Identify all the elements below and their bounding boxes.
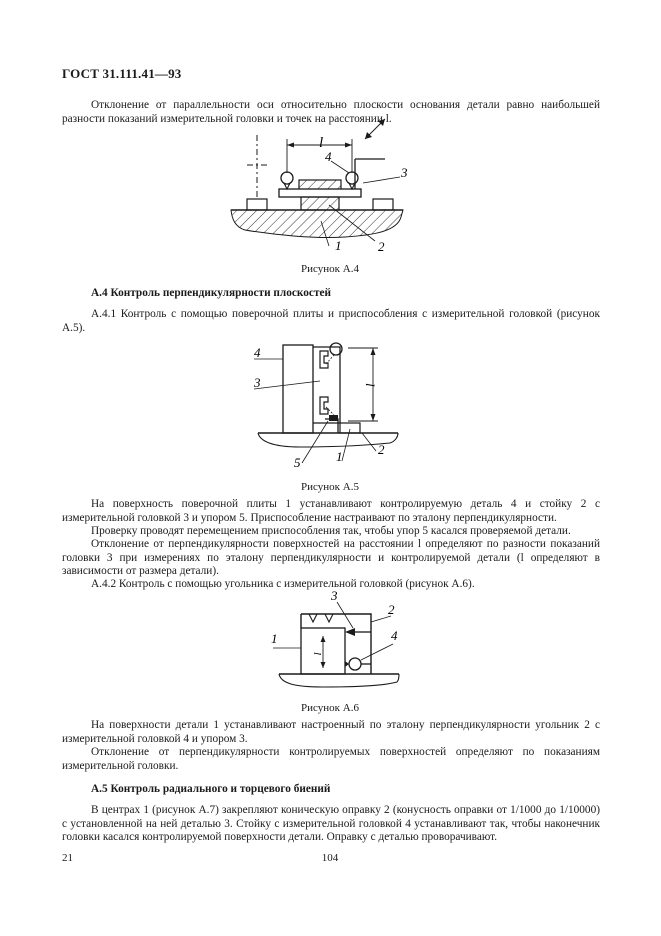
paragraph-a4-2: А.4.2 Контроль с помощью угольника с изм… [91, 578, 475, 590]
footer-left-number: 21 [62, 852, 73, 864]
figure-a4: l 4 3 1 2 [230, 118, 408, 254]
figure-a5-label-4: 4 [254, 345, 261, 360]
figure-a6-label-3: 3 [330, 588, 338, 603]
figure-a4-label-1: 1 [335, 238, 342, 253]
figure-a5-label-2: 2 [378, 442, 385, 457]
page-number: 104 [321, 852, 339, 864]
paragraph-parallelism: Отклонение от параллельности оси относит… [62, 99, 600, 125]
paragraph-a5-setup: На поверхность поверочной плиты 1 устана… [62, 498, 600, 524]
document-header: ГОСТ 31.111.41—93 [62, 66, 182, 81]
section-a4-title: А.4 Контроль перпендикулярности плоскост… [91, 287, 332, 299]
paragraph-a6-deviation: Отклонение от перпендикулярности контрол… [62, 746, 600, 772]
figure-a5-label-1: 1 [336, 449, 343, 464]
paragraph-a4-1: А.4.1 Контроль с помощью поверочной плит… [62, 308, 600, 334]
figure-a5: l 4 3 5 1 2 [253, 342, 399, 470]
figure-a5-label-l: l [363, 383, 378, 387]
figure-a6: l 3 2 1 4 [271, 588, 400, 688]
figure-a5-caption: Рисунок А.5 [301, 481, 359, 493]
figure-a4-label-3: 3 [400, 165, 408, 180]
figure-a6-label-l: l [311, 652, 323, 655]
paragraph-a5-deviation: Отклонение от перпендикулярности поверхн… [62, 538, 600, 578]
paragraph-a5-runout: В центрах 1 (рисунок А.7) закрепляют кон… [62, 804, 600, 844]
section-a5-title: А.5 Контроль радиального и торцевого бие… [91, 783, 331, 795]
paragraph-a5-check: Проверку проводят перемещением приспособ… [91, 525, 571, 537]
figure-a4-label-2: 2 [378, 239, 385, 254]
figure-a5-label-5: 5 [294, 455, 301, 470]
figure-a4-label-l: l [319, 135, 323, 151]
figure-a4-caption: Рисунок А.4 [301, 263, 359, 275]
figure-a6-label-1: 1 [271, 631, 278, 646]
figure-a5-label-3: 3 [253, 375, 261, 390]
figure-a6-caption: Рисунок А.6 [301, 702, 359, 714]
figure-a6-label-2: 2 [388, 602, 395, 617]
paragraph-a6-setup: На поверхности детали 1 устанавливают на… [62, 719, 600, 745]
figure-a6-label-4: 4 [391, 628, 398, 643]
figure-a4-label-4: 4 [325, 149, 332, 164]
